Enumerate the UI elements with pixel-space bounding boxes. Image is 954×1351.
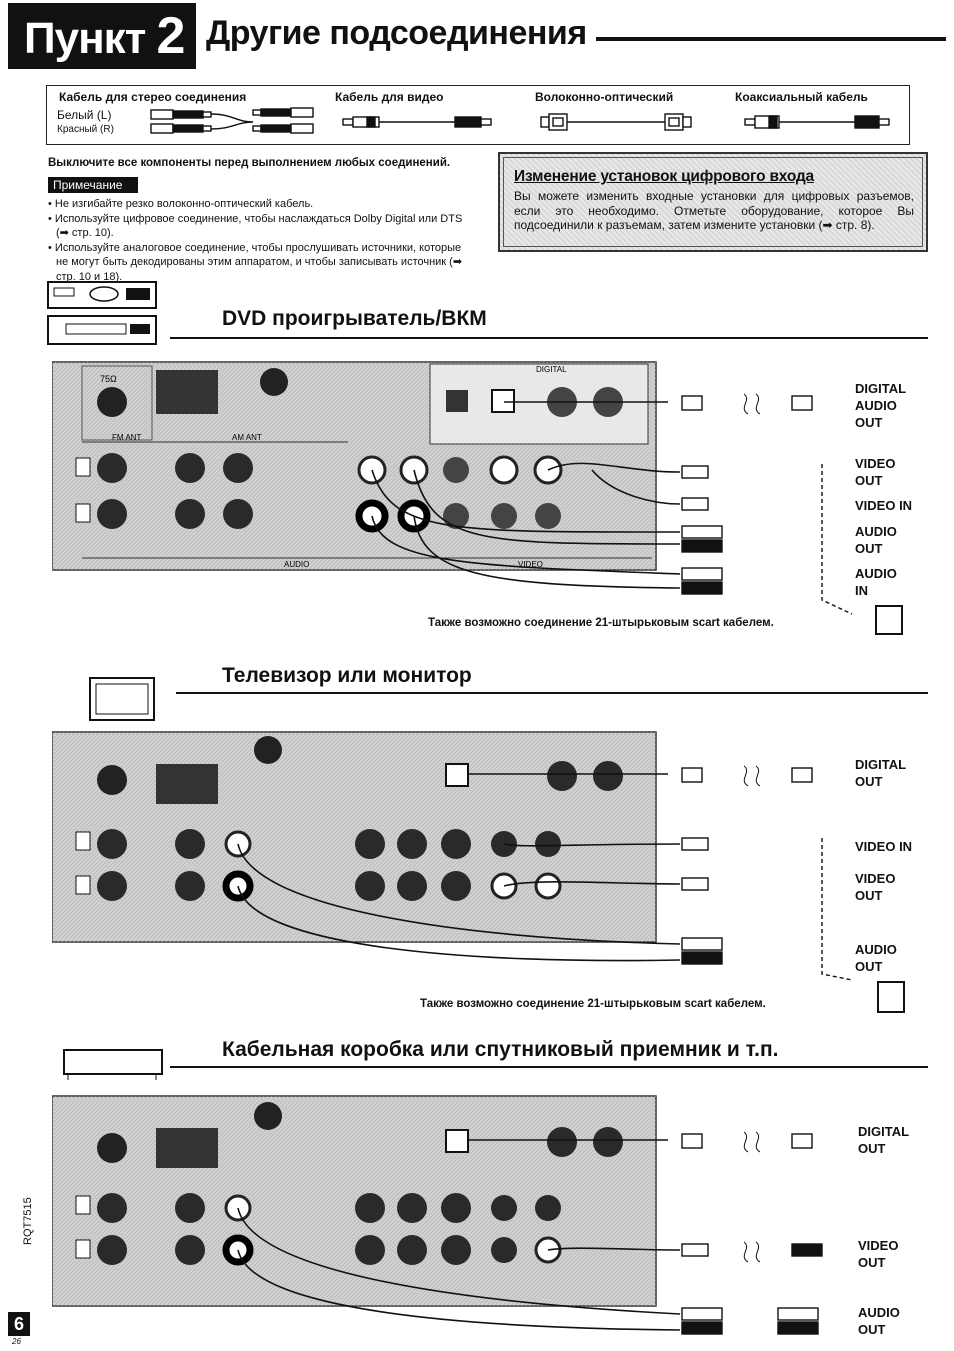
- step-badge: Пункт 2: [8, 3, 196, 69]
- page-number: 6: [8, 1312, 30, 1336]
- note-item: • Используйте цифровое соединение, чтобы…: [48, 212, 463, 240]
- video-cable-title: Кабель для видео: [335, 90, 444, 104]
- note-item: • Используйте аналоговое соединение, что…: [48, 241, 463, 283]
- page-title: Другие подсоединения: [206, 14, 587, 52]
- receiver-panel-tv: [52, 731, 905, 1013]
- stereo-cable-title: Кабель для стерео соединения: [59, 90, 247, 104]
- coax-cable-icon: [744, 115, 890, 129]
- label-digital: DIGITAL: [536, 365, 567, 374]
- step-number: 2: [156, 7, 185, 65]
- note-list: • Не изгибайте резко волоконно-оптически…: [46, 197, 476, 284]
- cable-box-device-icon: [63, 1049, 163, 1080]
- note-tag: Примечание: [48, 177, 138, 193]
- tv-label-video-in: VIDEO IN: [855, 839, 913, 854]
- stereo-cable-icon: [150, 107, 314, 134]
- optical-cable-icon: [540, 113, 692, 131]
- scart-note-1: Также возможно соединение 21-штырьковым …: [428, 617, 774, 629]
- dvd-vcr-device-icon: [47, 281, 157, 345]
- label-video: VIDEO: [518, 560, 543, 569]
- digital-input-box: Изменение установок цифрового входа Вы м…: [498, 152, 928, 252]
- title-rule: [596, 37, 946, 41]
- section-rule: [176, 692, 928, 694]
- section-rule: [170, 1066, 928, 1068]
- model-code: RQT7515: [22, 1197, 34, 1245]
- digital-input-text: Вы можете изменить входные установки для…: [514, 189, 914, 232]
- section-rule: [170, 337, 928, 339]
- label-am-ant: AM ANT: [232, 433, 262, 442]
- note-item: • Не изгибайте резко волоконно-оптически…: [48, 198, 314, 210]
- label-75: 75Ω: [100, 374, 117, 384]
- warning-text: Выключите все компоненты перед выполнени…: [48, 157, 451, 169]
- digital-input-heading: Изменение установок цифрового входа: [514, 168, 814, 185]
- video-cable-icon: [342, 116, 492, 128]
- section-title-tv: Телевизор или монитор: [222, 664, 472, 687]
- receiver-panel-dvd-vcr: 75Ω DIGITAL FM ANT AM ANT AUDIO VIDEO: [52, 361, 903, 635]
- cable-drawings: [150, 107, 890, 134]
- red-label: Красный (R): [57, 124, 114, 135]
- section-title-dvd-vcr: DVD проигрыватель/ВКМ: [222, 307, 487, 330]
- page-number-small: 26: [12, 1337, 21, 1346]
- step-word: Пункт: [24, 14, 146, 63]
- coax-cable-title: Коаксиальный кабель: [735, 90, 868, 104]
- white-label: Белый (L): [57, 108, 112, 122]
- dvd-label-video-in: VIDEO IN: [855, 498, 913, 513]
- label-audio: AUDIO: [284, 560, 309, 569]
- optical-cable-title: Волоконно-оптический: [535, 90, 674, 104]
- cable-legend: Кабель для стерео соединения Кабель для …: [46, 85, 910, 145]
- label-fm-ant: FM ANT: [112, 433, 141, 442]
- scart-note-2: Также возможно соединение 21-штырьковым …: [420, 998, 766, 1010]
- section-title-cable-box: Кабельная коробка или спутниковый приемн…: [222, 1038, 779, 1061]
- tv-device-icon: [89, 677, 155, 721]
- receiver-panel-cable-box: [52, 1095, 823, 1335]
